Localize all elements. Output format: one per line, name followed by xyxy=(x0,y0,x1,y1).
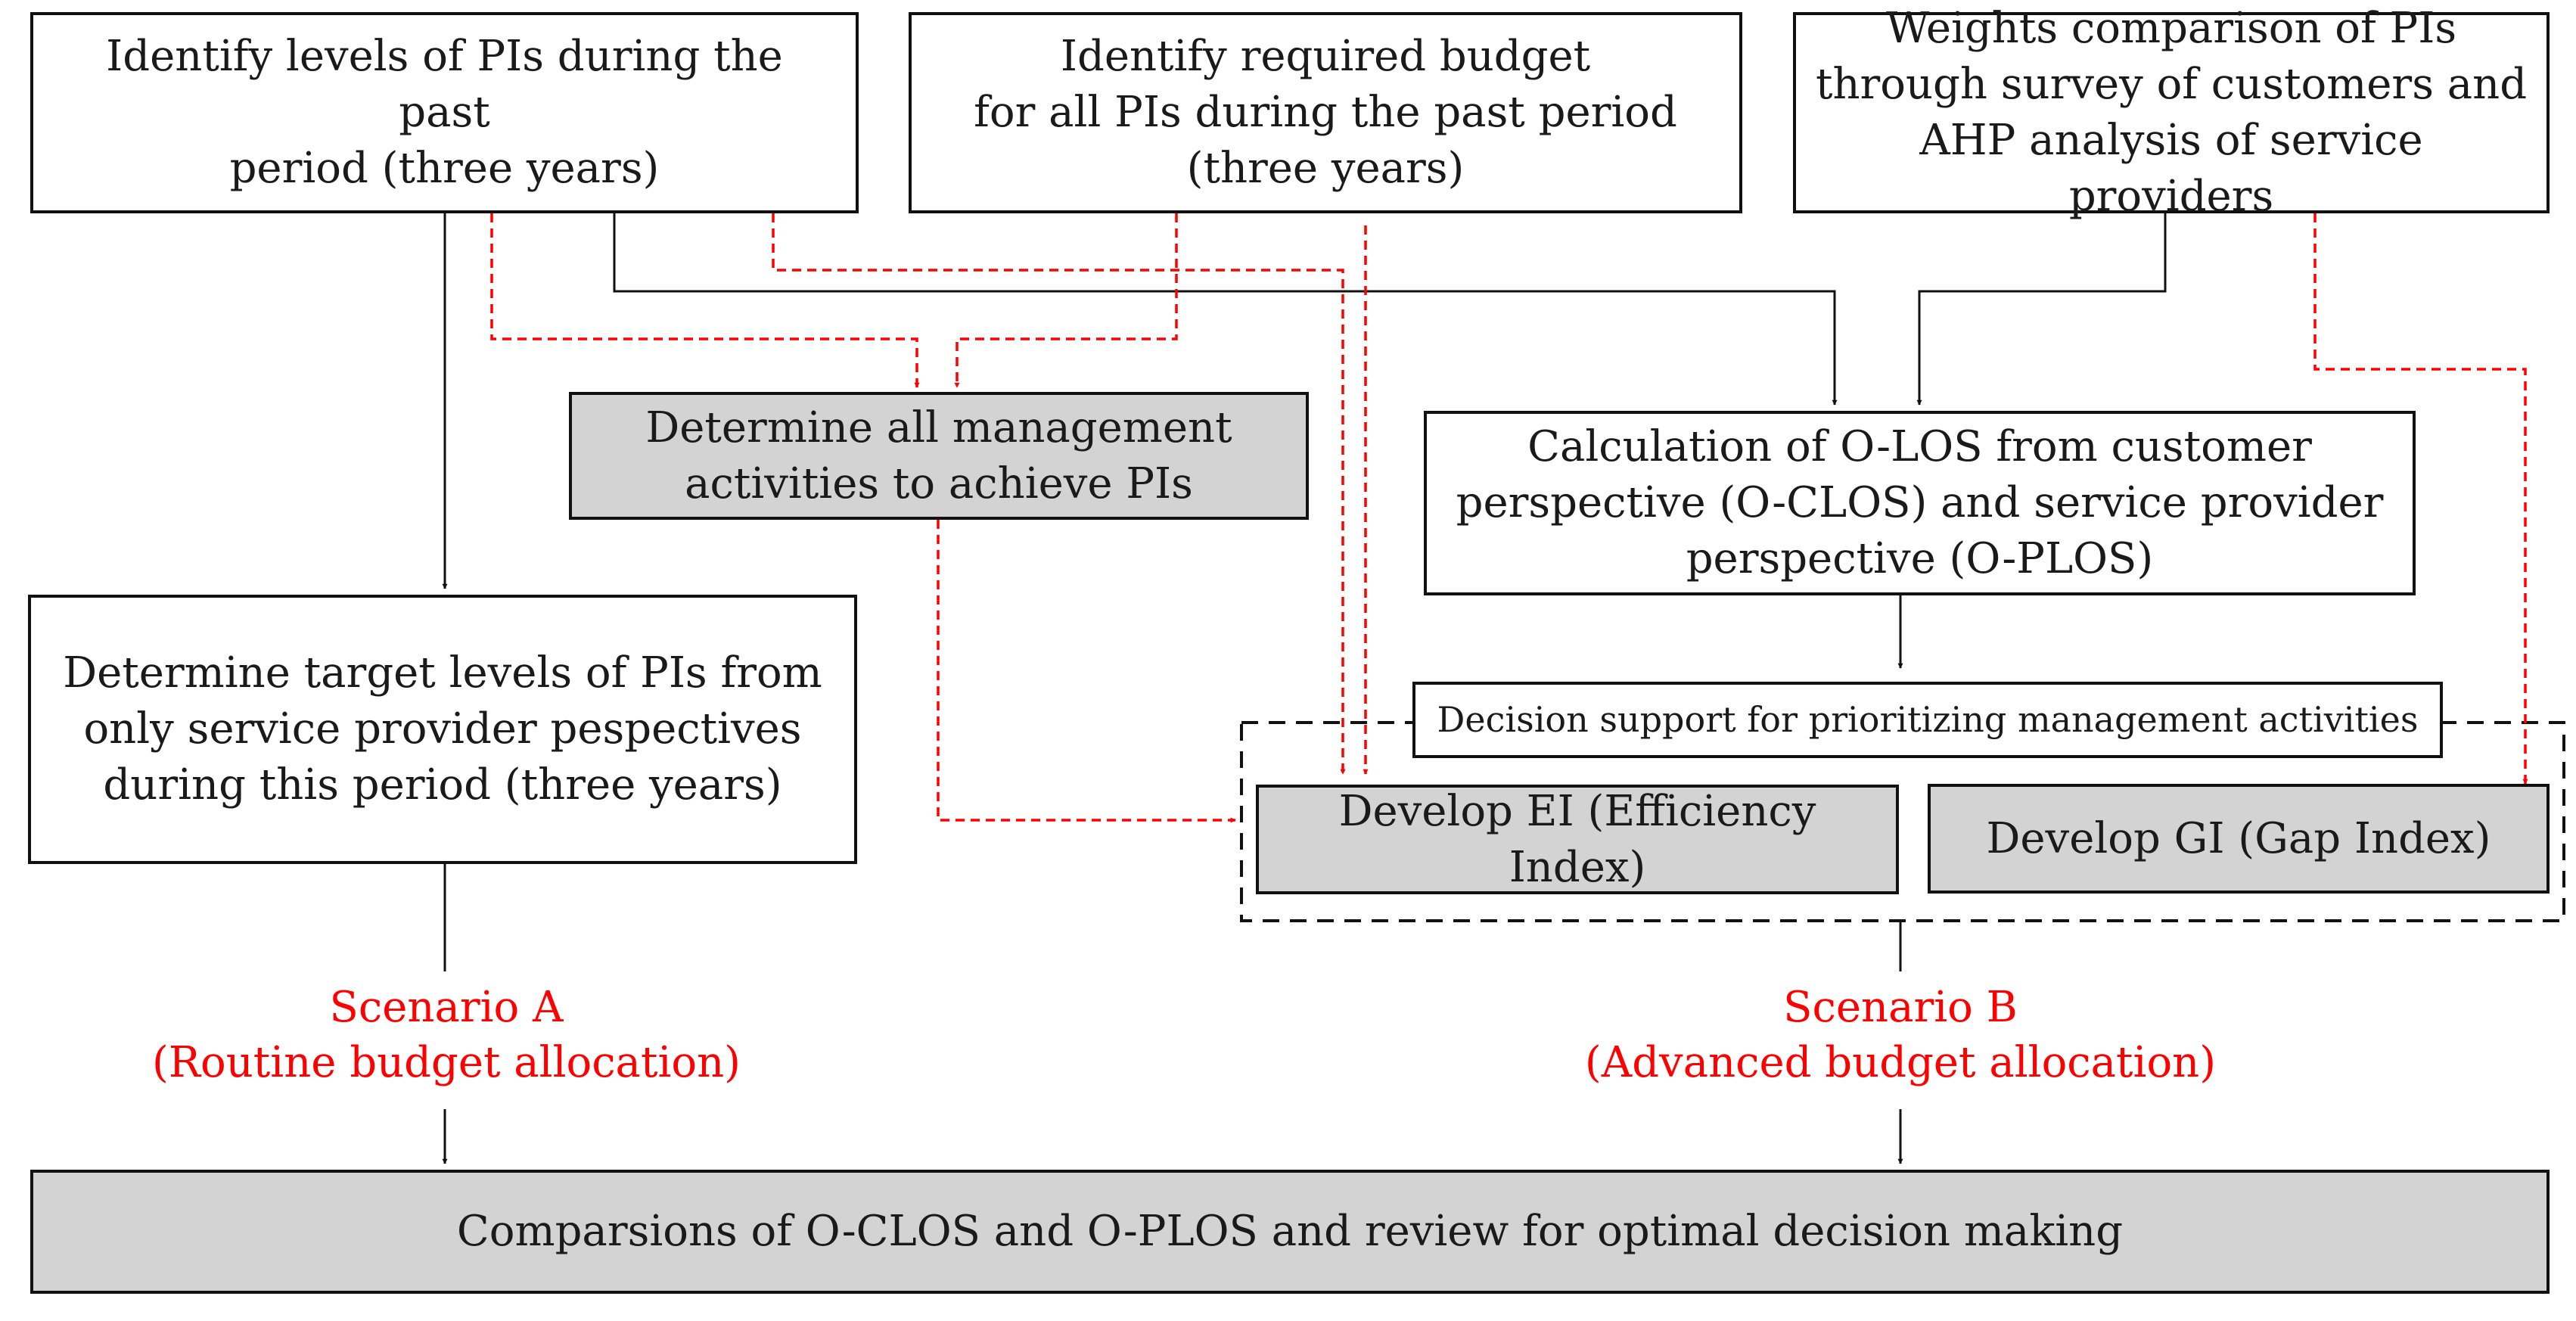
identify-budget-box: Identify required budget for all PIs dur… xyxy=(909,12,1742,213)
connector-levels-to-calculation xyxy=(613,213,1838,406)
identify-levels-box: Identify levels of PIs during the past p… xyxy=(30,12,859,213)
calculation-olos-label: Calculation of O-LOS from customer persp… xyxy=(1456,422,2384,583)
scenario-a-label: Scenario A (Routine budget allocation) xyxy=(152,983,741,1087)
develop-ei-box: Develop EI (Efficiency Index) xyxy=(1256,785,1899,894)
weights-comparison-box: Weights comparison of PIs through survey… xyxy=(1793,4,2550,221)
identify-budget-label: Identify required budget for all PIs dur… xyxy=(974,32,1677,193)
red-connector-levels-to-activities xyxy=(490,213,920,388)
red-connector-levels-to-ei xyxy=(772,213,1346,775)
develop-gi-label: Develop GI (Gap Index) xyxy=(1986,813,2491,863)
calculation-olos-box: Calculation of O-LOS from customer persp… xyxy=(1424,411,2416,595)
determine-activities-box: Determine all management activities to a… xyxy=(569,392,1309,520)
decision-support-box: Decision support for prioritizing manage… xyxy=(1412,682,2443,758)
red-connector-budget-to-activities xyxy=(954,213,1178,388)
determine-target-box: Determine target levels of PIs from only… xyxy=(28,595,857,864)
identify-levels-label: Identify levels of PIs during the past p… xyxy=(106,32,783,193)
red-connector-weights-to-gi xyxy=(2313,213,2528,785)
comparisons-label: Comparsions of O-CLOS and O-PLOS and rev… xyxy=(456,1207,2124,1257)
scenario-b-label: Scenario B (Advanced budget allocation) xyxy=(1584,983,2217,1087)
comparisons-box: Comparsions of O-CLOS and O-PLOS and rev… xyxy=(30,1170,2550,1294)
red-connector-activities-to-ei xyxy=(937,520,1236,823)
determine-target-label: Determine target levels of PIs from only… xyxy=(63,648,822,810)
develop-gi-box: Develop GI (Gap Index) xyxy=(1928,784,2550,894)
weights-comparison-label: Weights comparison of PIs through survey… xyxy=(1815,4,2528,221)
decision-support-label: Decision support for prioritizing manage… xyxy=(1437,699,2419,741)
develop-ei-label: Develop EI (Efficiency Index) xyxy=(1338,786,1816,892)
connector-weights-to-calculation xyxy=(1916,213,2167,406)
determine-activities-label: Determine all management activities to a… xyxy=(645,403,1232,508)
